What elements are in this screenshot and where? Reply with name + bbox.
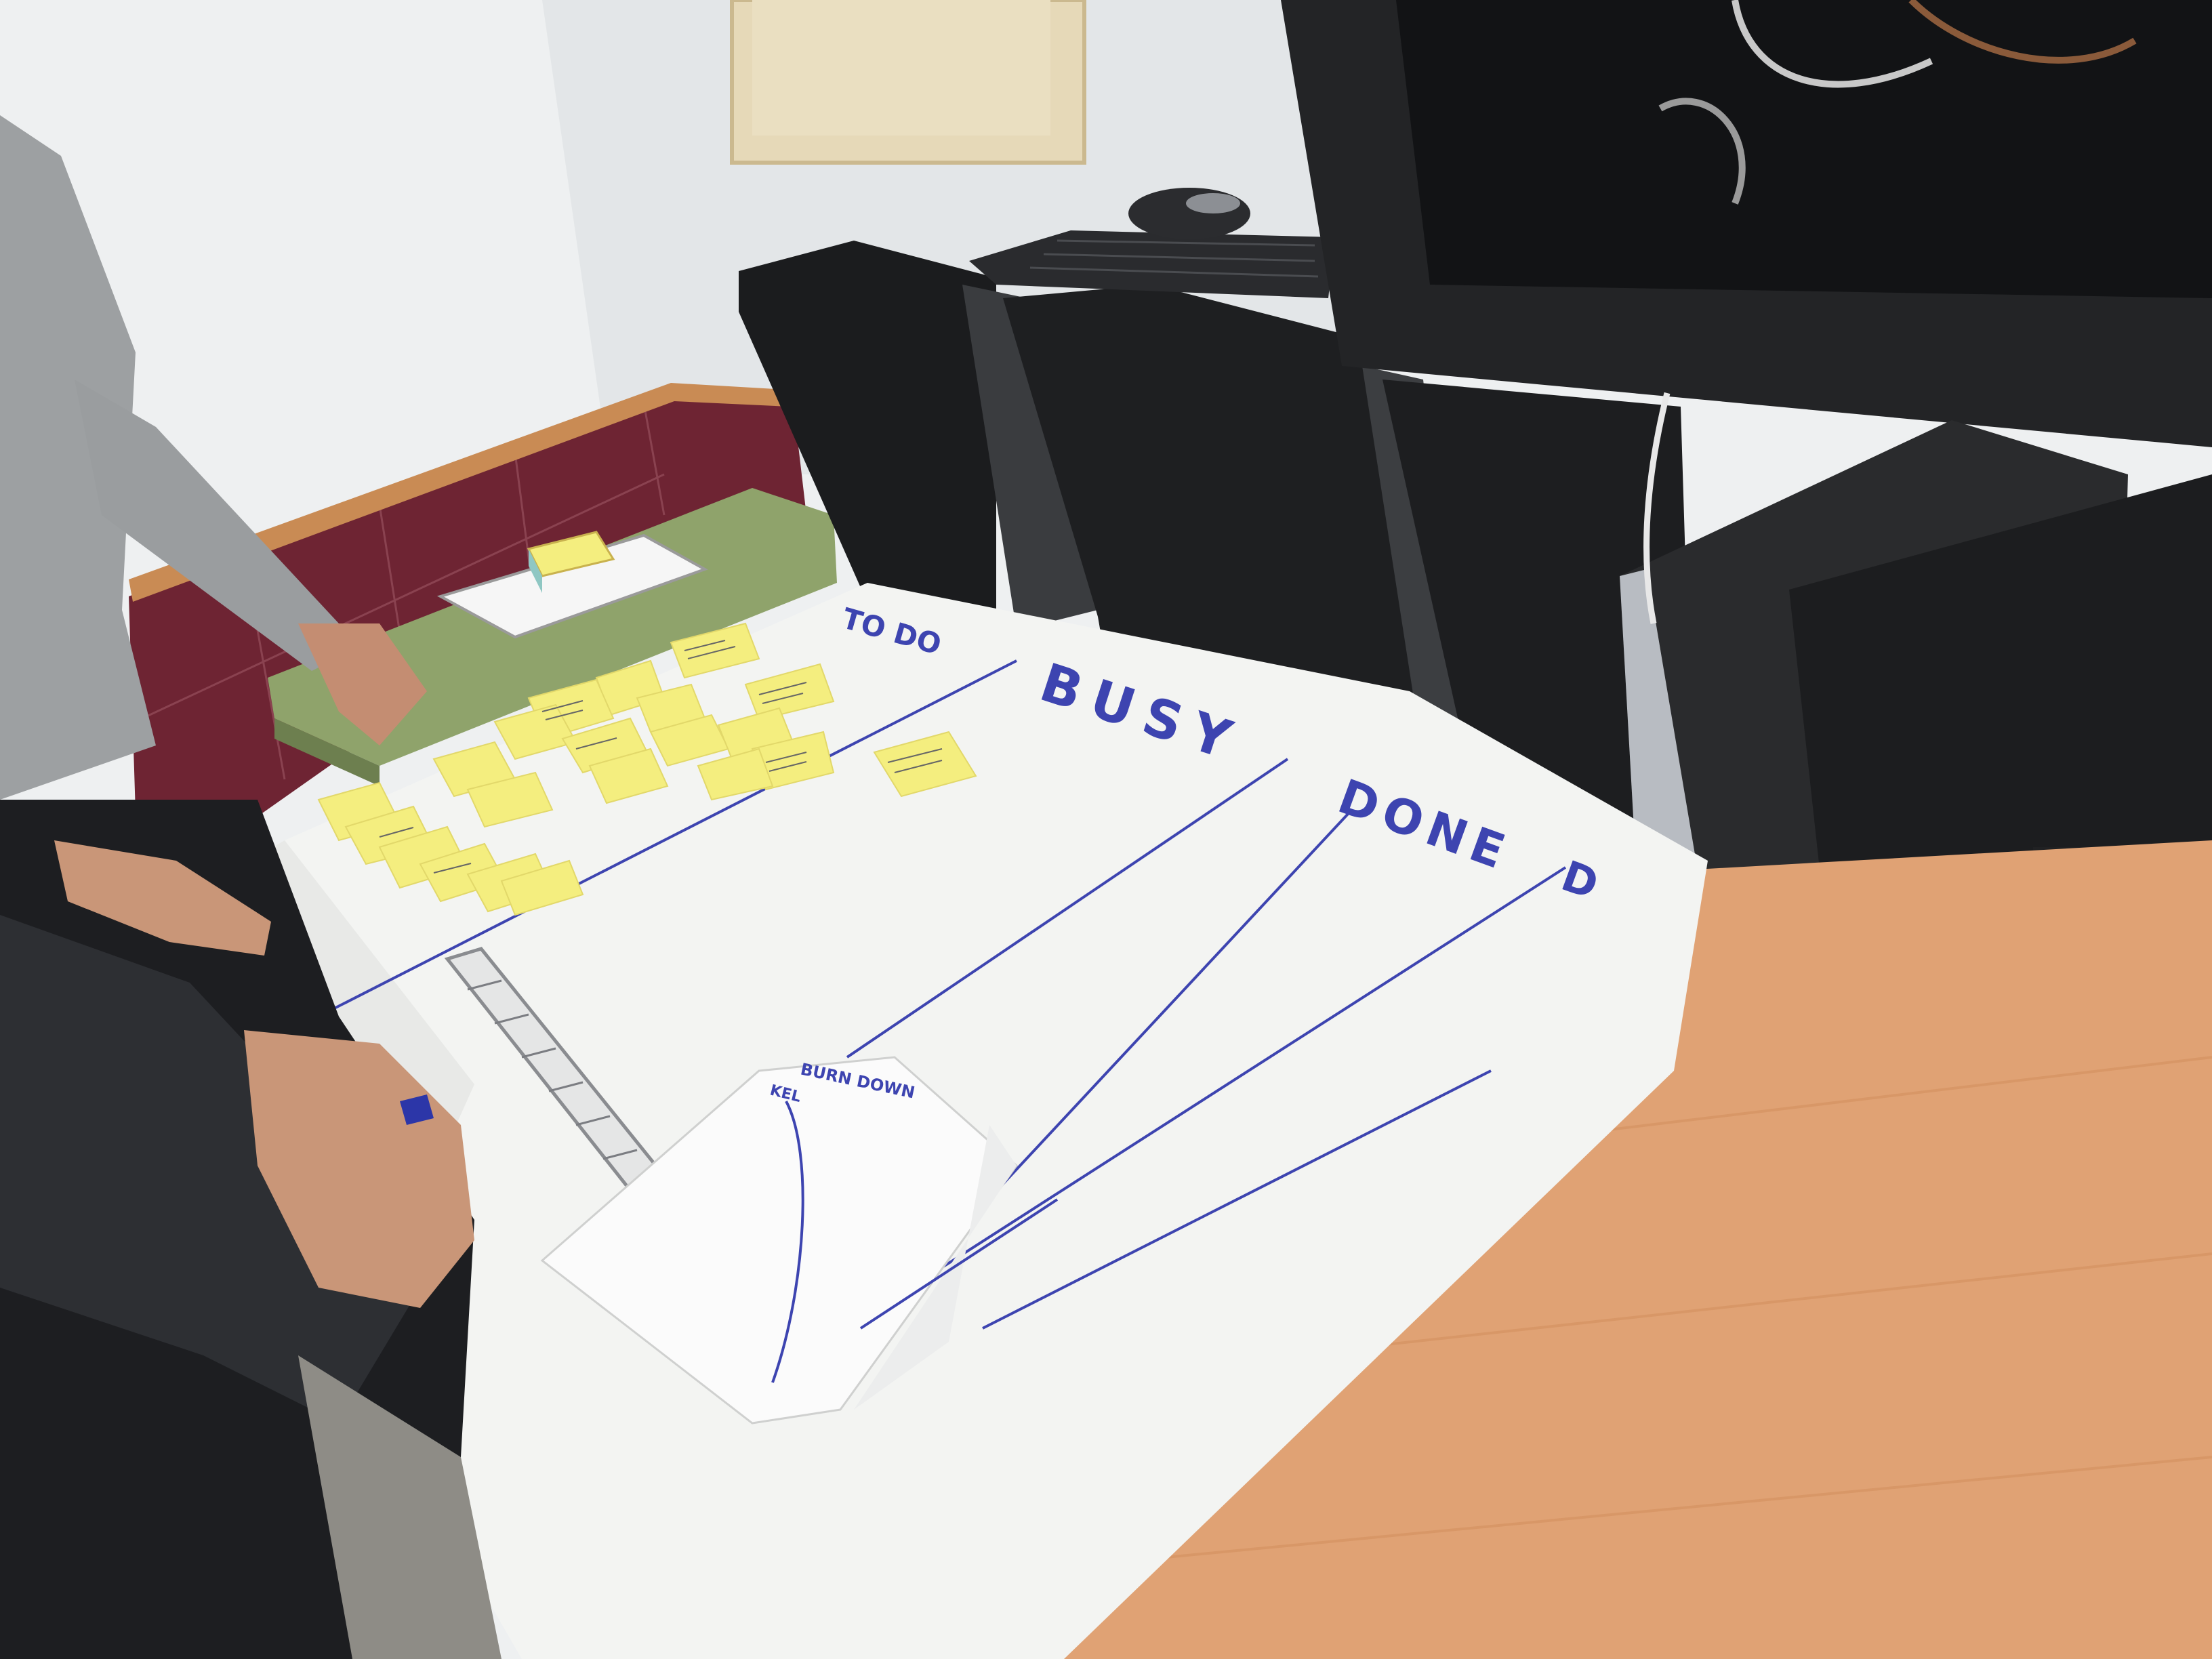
pc-tower-2-back: [1362, 366, 1464, 759]
pc-tower-1-back: [962, 285, 1098, 630]
monitor-large-screen: [1396, 0, 2212, 298]
wooden-desk: [1003, 840, 2212, 1659]
divider-todo-busy: [846, 758, 1289, 1059]
burndown-axes: [771, 1101, 1059, 1383]
person-front-sleeve: [0, 915, 420, 1423]
person-left-arm: [75, 380, 352, 671]
keyboard-keys: [1029, 239, 1319, 278]
divider-done-extra: [846, 866, 1567, 1330]
green-table-edge: [274, 718, 380, 786]
sticky-note: [744, 663, 835, 721]
mouse: [1128, 188, 1250, 239]
header-line: [304, 659, 1017, 1025]
keyboard: [969, 230, 1335, 298]
sticky-notes: [317, 622, 977, 916]
person-left-torso: [0, 115, 156, 800]
person-front-hand-upper: [54, 840, 271, 956]
sticky-note: [697, 747, 774, 801]
sticky-note-scribbles: [379, 640, 943, 874]
divider-lower: [982, 1069, 1492, 1330]
person-left-hand: [298, 623, 427, 745]
monitor-reflection-cables: [1658, 0, 2137, 205]
sticky-note: [588, 747, 669, 804]
sticky-note: [466, 771, 554, 828]
mouse-highlight: [1186, 193, 1240, 213]
burndown-sheet: [540, 1056, 1019, 1425]
burndown-sheet-curl: [854, 1125, 1017, 1410]
floor: [298, 1355, 501, 1659]
sticky-note: [500, 859, 584, 916]
board-lines: [304, 659, 1567, 1330]
pen: [400, 1094, 434, 1125]
sticky-note: [670, 622, 760, 679]
sticky-note-pad-side: [529, 549, 542, 593]
wall-panel-inner: [752, 0, 1050, 136]
pc-tower-1: [739, 241, 996, 634]
